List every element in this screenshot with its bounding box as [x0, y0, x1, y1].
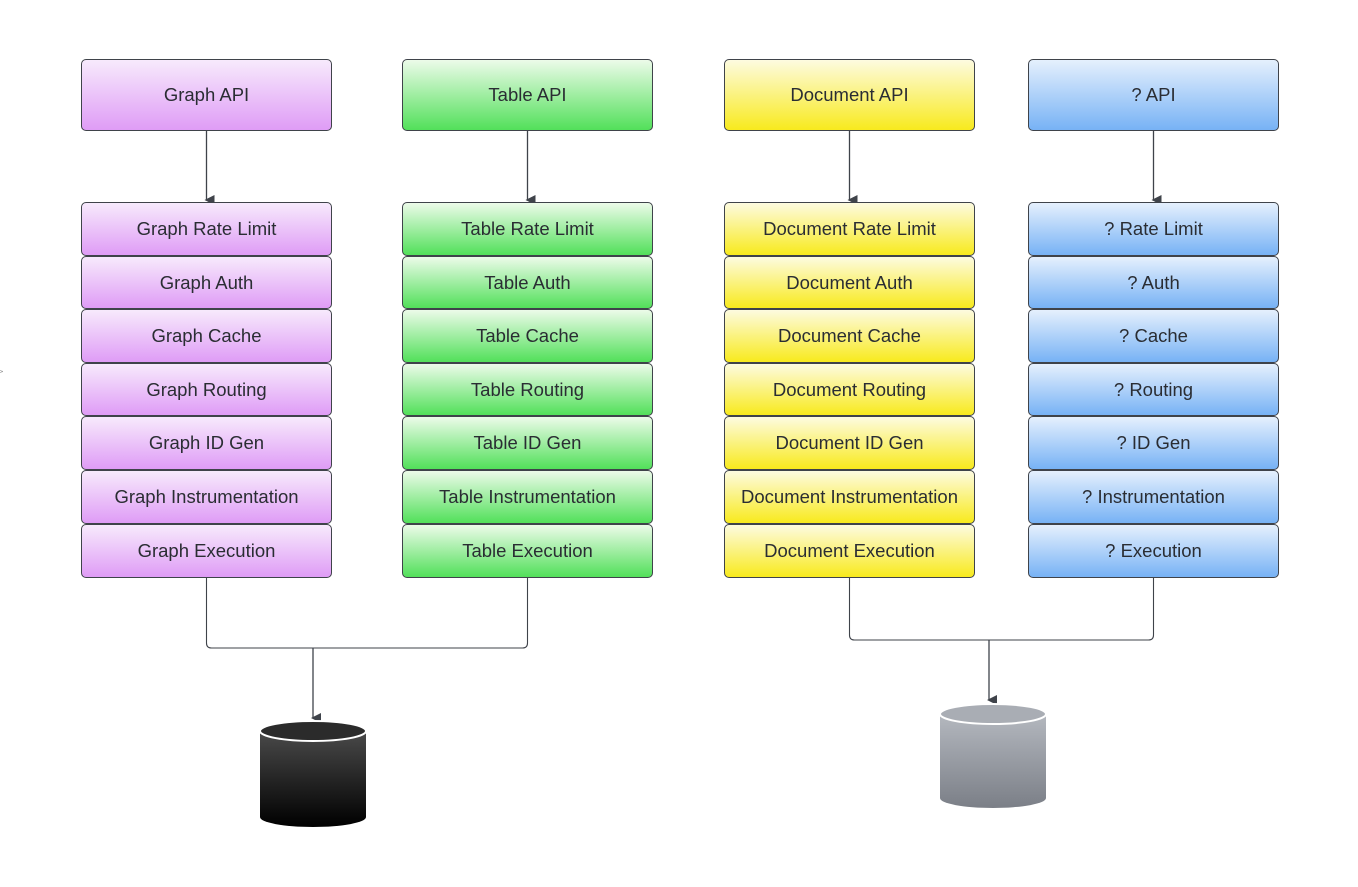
graph-api-box: Graph API [81, 59, 332, 131]
table-layer-1: Table Rate Limit [402, 202, 653, 256]
right-merge-connector [848, 578, 1155, 641]
unknown-layer-3: ? Cache [1028, 309, 1279, 363]
graph-layer-7: Graph Execution [81, 524, 332, 578]
table-layer-6: Table Instrumentation [402, 470, 653, 524]
table-layer-3: Table Cache [402, 309, 653, 363]
unknown-layer-5: ? ID Gen [1028, 416, 1279, 470]
document-layer-1: Document Rate Limit [724, 202, 975, 256]
unknown-layer-7: ? Execution [1028, 524, 1279, 578]
document-layer-7: Document Execution [724, 524, 975, 578]
document-layer-2: Document Auth [724, 256, 975, 309]
canvas-edge-marker [0, 360, 4, 374]
table-layer-5: Table ID Gen [402, 416, 653, 470]
table-layer-7: Table Execution [402, 524, 653, 578]
document-layer-3: Document Cache [724, 309, 975, 363]
document-layer-4: Document Routing [724, 363, 975, 416]
table-layer-2: Table Auth [402, 256, 653, 309]
document-layer-5: Document ID Gen [724, 416, 975, 470]
unknown-layer-2: ? Auth [1028, 256, 1279, 309]
graph-layer-3: Graph Cache [81, 309, 332, 363]
shared-store-left-database-icon [259, 720, 367, 827]
document-api-box: Document API [724, 59, 975, 131]
graph-layer-6: Graph Instrumentation [81, 470, 332, 524]
document-layer-6: Document Instrumentation [724, 470, 975, 524]
shared-store-right-database-icon [939, 703, 1047, 808]
table-layer-4: Table Routing [402, 363, 653, 416]
unknown-api-box: ? API [1028, 59, 1279, 131]
graph-layer-5: Graph ID Gen [81, 416, 332, 470]
unknown-layer-4: ? Routing [1028, 363, 1279, 416]
table-api-box: Table API [402, 59, 653, 131]
graph-layer-4: Graph Routing [81, 363, 332, 416]
graph-layer-2: Graph Auth [81, 256, 332, 309]
graph-layer-1: Graph Rate Limit [81, 202, 332, 256]
unknown-layer-6: ? Instrumentation [1028, 470, 1279, 524]
unknown-layer-1: ? Rate Limit [1028, 202, 1279, 256]
left-merge-connector [205, 578, 529, 649]
